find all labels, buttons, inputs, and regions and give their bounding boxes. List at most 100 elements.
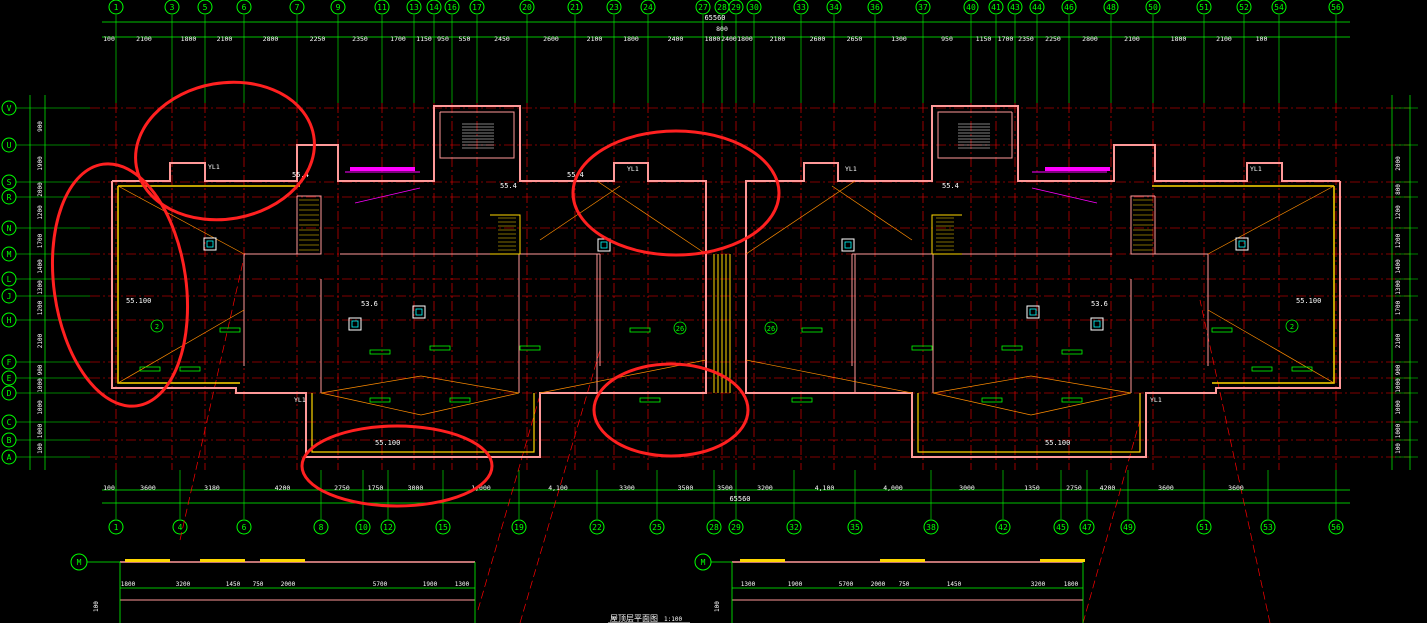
row-D-label: D [7, 389, 12, 398]
rain-outlet-mark [629, 327, 651, 333]
equipment-box [412, 305, 426, 319]
roof-slope-line [745, 359, 913, 394]
bottom-axis-28-label: 28 [709, 523, 719, 532]
section-marker-bubble [70, 553, 88, 571]
left-dim-text: 1300 [37, 280, 44, 295]
elevation-label: 55.4 [942, 182, 959, 190]
section-marker-label: M [701, 558, 706, 567]
roof-slope-line [420, 392, 520, 416]
top-axis-37-label: 37 [918, 3, 928, 12]
roof-slope-line [320, 392, 422, 416]
top-axis-17-bubble [469, 0, 485, 15]
bottom-total-dim: 65560 [729, 495, 750, 503]
bottom-axis-53-label: 53 [1263, 523, 1273, 532]
top-axis-36-label: 36 [870, 3, 880, 12]
roof-slope-line [117, 309, 245, 384]
top-axis-17-label: 17 [472, 3, 482, 12]
exterior-wall [111, 105, 707, 458]
elevation-dim-text: 750 [253, 581, 264, 588]
bottom-axis-51-label: 51 [1199, 523, 1209, 532]
row-L-label: L [7, 275, 12, 284]
row-U-label: U [7, 141, 12, 150]
bottom-dim-text: 3180 [204, 484, 220, 492]
equipment-box [1235, 237, 1249, 251]
row-S-label: S [7, 178, 12, 187]
top-dim-text: 2100 [1124, 35, 1140, 43]
bottom-axis-1-label: 1 [114, 523, 119, 532]
top-axis-46-label: 46 [1064, 3, 1074, 12]
top-dim-text: 2400 [721, 35, 737, 43]
elevation-label: 53.6 [1091, 300, 1108, 308]
left-dim-text: 1000 [37, 423, 44, 438]
top-axis-1-label: 1 [114, 3, 119, 12]
rain-outlet-mark [519, 345, 541, 351]
bottom-axis-6-bubble [236, 519, 252, 535]
elevation-dim-text: 3200 [176, 581, 191, 588]
right-dim-text: 100 [1395, 443, 1402, 454]
row-F-label: F [7, 358, 12, 367]
bottom-dim-text: 4,100 [815, 484, 835, 492]
top-axis-3-label: 3 [170, 3, 175, 12]
equipment-box-inner [600, 241, 608, 249]
bottom-axis-1-bubble [108, 519, 124, 535]
left-dim-text: 1900 [37, 156, 44, 171]
rain-outlet-mark [911, 345, 933, 351]
top-dim-text: 2250 [1045, 35, 1061, 43]
drain-annotation-leader [354, 187, 421, 204]
top-axis-34-bubble [826, 0, 842, 15]
top-axis-6-label: 6 [242, 3, 247, 12]
top-dim-text: 1800 [623, 35, 639, 43]
top-axis-33-label: 33 [796, 3, 806, 12]
top-axis-6-bubble [236, 0, 252, 15]
row-H-label: H [7, 316, 12, 325]
left-dim-text: 100 [37, 443, 44, 454]
section-marker-label: M [77, 558, 82, 567]
roof-slope-line [117, 185, 245, 255]
rain-outlet-mark [1291, 366, 1313, 372]
top-dim-text: 1800 [1171, 35, 1187, 43]
bottom-dim-text: 3000 [408, 484, 424, 492]
stair-well-2 [490, 214, 521, 255]
bottom-dim-text: 3300 [619, 484, 635, 492]
top-axis-34-label: 34 [829, 3, 839, 12]
left-dim-text: 1000 [37, 378, 44, 393]
top-axis-5-label: 5 [203, 3, 208, 12]
equipment-box-inner [351, 320, 359, 328]
top-dim-text: 2100 [770, 35, 786, 43]
elevation-label: 55.4 [500, 182, 517, 190]
stair-well-2 [931, 214, 962, 255]
top-axis-52-bubble [1236, 0, 1252, 15]
top-axis-7-label: 7 [295, 3, 300, 12]
row-N-label: N [7, 224, 12, 233]
elevation-dim-text: 1300 [741, 581, 756, 588]
right-dim-text: 1700 [1395, 300, 1402, 315]
rain-outlet-mark [1251, 366, 1273, 372]
top-axis-44-bubble [1029, 0, 1045, 15]
drain-annotation-leader [1031, 187, 1098, 204]
elevation-dim-text: 750 [899, 581, 910, 588]
section-cut-line [179, 252, 246, 541]
top-dim-text: 100 [1256, 35, 1268, 43]
right-dim-text: 1200 [1395, 233, 1402, 248]
roof-slope-line [831, 185, 913, 241]
elevation-window-strip [125, 559, 170, 562]
roof-slope-line [1207, 309, 1335, 384]
top-dim-text: 1700 [998, 35, 1014, 43]
room-number-bubble [1285, 319, 1299, 333]
top-axis-9-label: 9 [336, 3, 341, 12]
left-dim-text: 1400 [37, 259, 44, 274]
top-dim-text: 2650 [847, 35, 863, 43]
room-number-bubble [764, 321, 778, 335]
right-dim-text: 1000 [1395, 400, 1402, 415]
left-dim-text: 1200 [37, 205, 44, 220]
top-axis-11-label: 11 [377, 3, 387, 12]
left-dim-text: 2000 [37, 182, 44, 197]
top-axis-30-label: 30 [749, 3, 759, 12]
bottom-axis-12-bubble [380, 519, 396, 535]
parapet-line [1212, 186, 1335, 384]
bottom-dim-text: 1,000 [471, 484, 491, 492]
stair-well [296, 195, 322, 255]
